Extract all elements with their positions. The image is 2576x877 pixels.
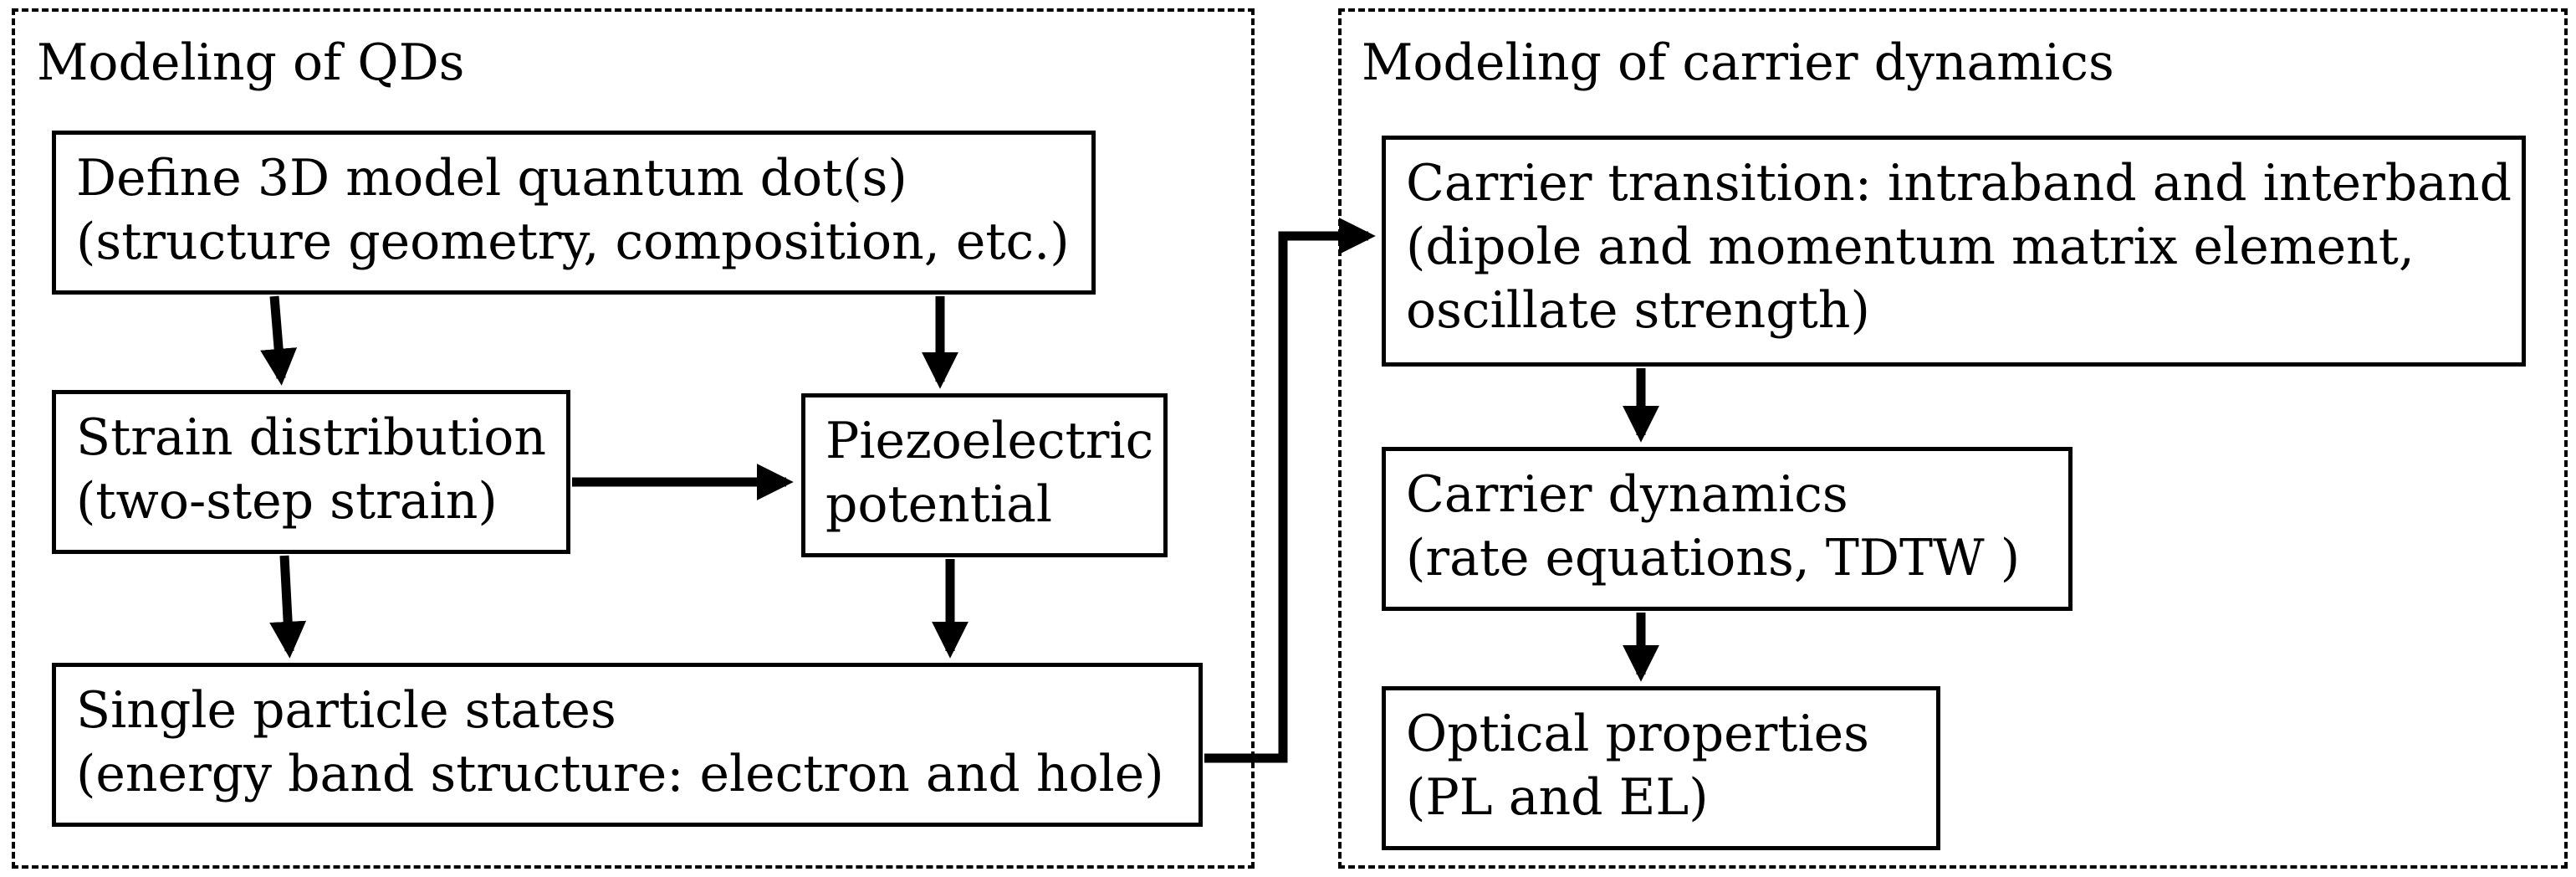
box-strain-distribution: Strain distribution (two-step strain)	[52, 390, 570, 554]
box-carrier-transition-line1: Carrier transition: intraband and interb…	[1406, 154, 2512, 213]
box-carrier-transition-line2: (dipole and momentum matrix element,	[1406, 218, 2415, 276]
box-carrier-transition-line3: oscillate strength)	[1406, 281, 1870, 340]
box-piezoelectric-potential-line2: potential	[825, 475, 1053, 534]
box-carrier-dynamics: Carrier dynamics (rate equations, TDTW )	[1382, 447, 2073, 611]
box-define-3d-model: Define 3D model quantum dot(s) (structur…	[52, 131, 1096, 295]
box-piezoelectric-potential-line1: Piezoelectric	[825, 412, 1154, 470]
box-optical-properties-line1: Optical properties	[1406, 705, 1869, 763]
box-carrier-dynamics-line2: (rate equations, TDTW )	[1406, 529, 2021, 587]
box-strain-distribution-line2: (two-step strain)	[76, 472, 498, 531]
box-single-particle-states-line1: Single particle states	[76, 681, 616, 740]
box-single-particle-states-line2: (energy band structure: electron and hol…	[76, 745, 1164, 803]
box-carrier-transition: Carrier transition: intraband and interb…	[1382, 136, 2526, 367]
box-single-particle-states: Single particle states (energy band stru…	[52, 663, 1203, 827]
box-define-3d-model-line2: (structure geometry, composition, etc.)	[76, 213, 1070, 271]
box-piezoelectric-potential: Piezoelectric potential	[801, 393, 1168, 557]
box-optical-properties: Optical properties (PL and EL)	[1382, 686, 1940, 850]
panel-title-modeling-qds: Modeling of QDs	[37, 33, 465, 92]
box-define-3d-model-line1: Define 3D model quantum dot(s)	[76, 149, 907, 208]
box-optical-properties-line2: (PL and EL)	[1406, 768, 1709, 827]
panel-title-modeling-carrier-dynamics: Modeling of carrier dynamics	[1362, 33, 2114, 92]
box-carrier-dynamics-line1: Carrier dynamics	[1406, 465, 1848, 524]
box-strain-distribution-line1: Strain distribution	[76, 408, 547, 467]
